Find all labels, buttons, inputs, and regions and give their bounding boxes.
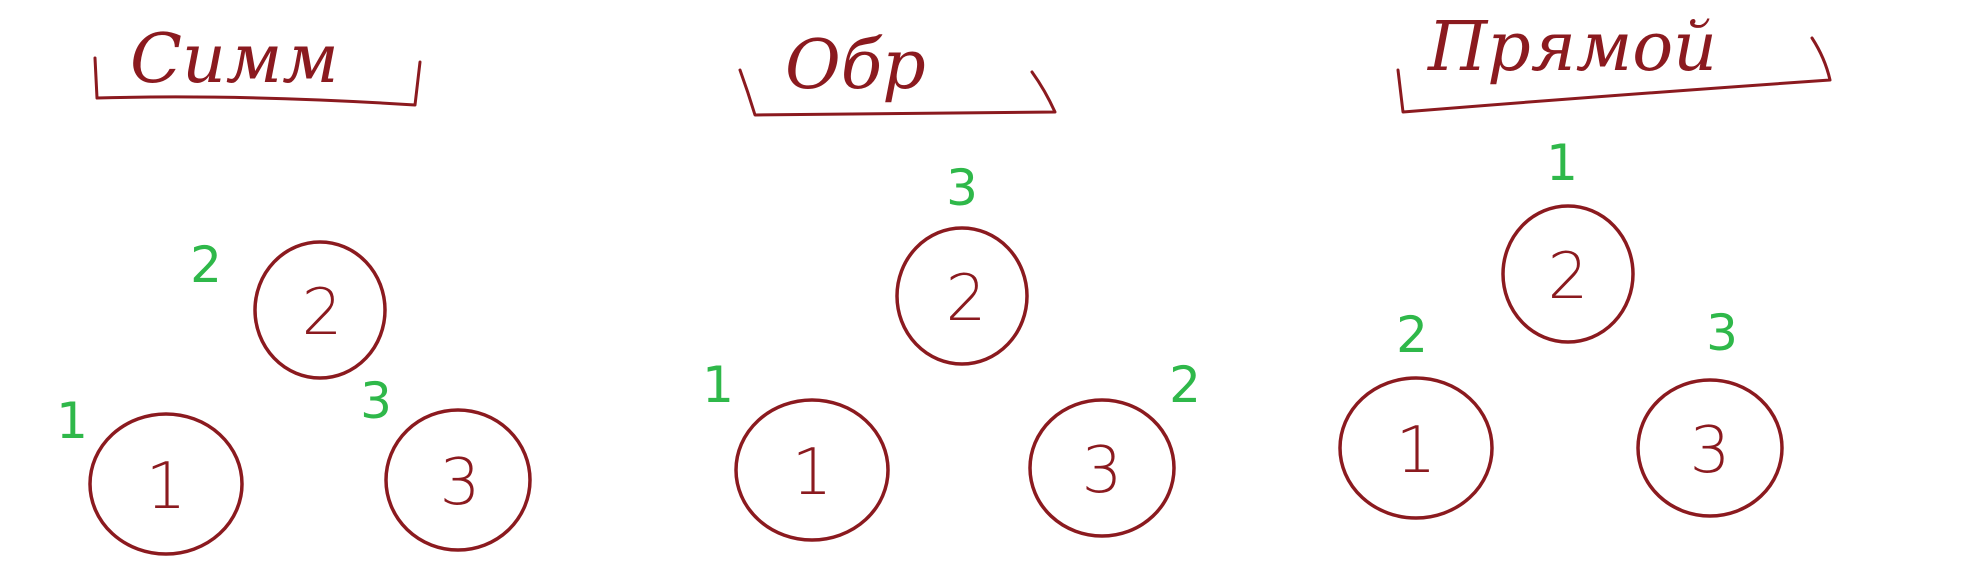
tree-node: 2 2: [190, 236, 387, 380]
tree-node: 3 3: [360, 372, 532, 552]
tree-node: 3 3: [1636, 304, 1784, 518]
visit-order-label: 1: [702, 356, 734, 414]
node-label: 2: [302, 276, 343, 350]
node-label: 3: [440, 446, 481, 520]
visit-order-label: 3: [1706, 304, 1738, 362]
node-label: 1: [792, 436, 833, 510]
tree-node: 1 2: [1338, 306, 1494, 520]
node-circle: [253, 240, 387, 380]
visit-order-label: 1: [56, 392, 88, 450]
node-label: 1: [146, 450, 187, 524]
visit-order-label: 3: [946, 159, 978, 217]
node-label: 2: [1548, 240, 1589, 314]
panel-title: Симм: [130, 20, 339, 99]
node-circle: [1636, 378, 1784, 518]
tree-node: 1 1: [702, 356, 890, 542]
title-underline: [738, 68, 1057, 117]
node-label: 2: [946, 262, 987, 336]
node-circle: [734, 398, 890, 542]
visit-order-label: 3: [360, 372, 392, 430]
node-circle: [1338, 376, 1494, 520]
panel-preorder: Прямой 2 1 1 2 3 3: [1338, 8, 1832, 520]
tree-node: 2 3: [895, 159, 1029, 366]
tree-node: 3 2: [1028, 356, 1201, 538]
node-circle: [895, 226, 1029, 366]
panel-postorder: Обр 2 3 1 1 3 2: [702, 26, 1201, 542]
visit-order-label: 2: [1169, 356, 1201, 414]
node-label: 3: [1082, 434, 1123, 508]
title-underline: [93, 56, 422, 107]
node-circle: [384, 408, 532, 552]
node-circle: [1501, 204, 1635, 344]
visit-order-label: 2: [190, 236, 222, 294]
title-underline: [1396, 36, 1832, 114]
panel-title: Прямой: [1426, 8, 1717, 87]
visit-order-label: 2: [1396, 306, 1428, 364]
visit-order-label: 1: [1546, 134, 1578, 192]
node-circle: [1028, 398, 1176, 538]
node-label: 3: [1690, 414, 1731, 488]
node-label: 1: [1396, 414, 1437, 488]
node-circle: [88, 412, 244, 556]
panel-title: Обр: [785, 26, 926, 105]
tree-node: 1 1: [56, 392, 244, 556]
panel-inorder: Симм 2 2 1 1 3 3: [56, 20, 532, 556]
tree-node: 2 1: [1501, 134, 1635, 344]
